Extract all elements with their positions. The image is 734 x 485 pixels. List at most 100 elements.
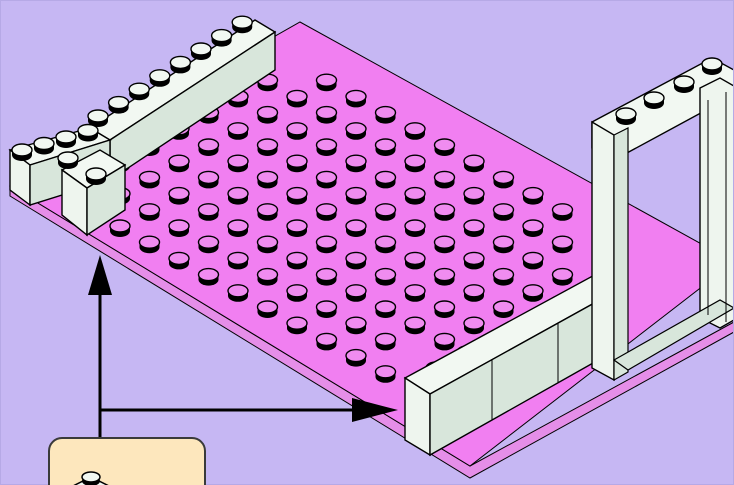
baseplate-stud <box>464 317 484 334</box>
baseplate-stud <box>494 236 514 253</box>
baseplate-stud <box>258 236 278 253</box>
baseplate-stud <box>287 90 307 107</box>
wall-stud <box>129 83 149 100</box>
baseplate-stud <box>258 301 278 318</box>
brick-1x1-icon <box>66 465 116 485</box>
baseplate-stud <box>523 220 543 237</box>
baseplate-stud <box>228 252 248 269</box>
door-frame <box>592 58 734 380</box>
baseplate-stud <box>346 90 366 107</box>
baseplate-stud <box>199 139 219 156</box>
baseplate-stud <box>346 317 366 334</box>
door-stud <box>644 92 664 109</box>
baseplate-stud <box>376 366 396 383</box>
baseplate-stud <box>317 171 337 188</box>
door-stud <box>616 108 636 125</box>
baseplate-stud <box>405 188 425 205</box>
baseplate-stud <box>405 252 425 269</box>
baseplate-stud <box>228 220 248 237</box>
baseplate-stud <box>494 171 514 188</box>
baseplate-stud <box>287 317 307 334</box>
baseplate-stud <box>258 171 278 188</box>
baseplate-stud <box>199 236 219 253</box>
baseplate-stud <box>376 107 396 124</box>
wall-stud <box>212 30 232 47</box>
wall-stud <box>86 168 106 185</box>
baseplate-stud <box>523 285 543 302</box>
wall-stud <box>232 16 252 33</box>
baseplate-stud <box>553 204 573 221</box>
baseplate-stud <box>169 155 189 172</box>
wall-stud <box>170 56 190 73</box>
baseplate-stud <box>317 74 337 91</box>
baseplate-stud <box>435 301 455 318</box>
baseplate-stud <box>435 139 455 156</box>
wall-stud <box>12 144 32 161</box>
baseplate-stud <box>317 204 337 221</box>
baseplate-stud <box>317 333 337 350</box>
baseplate-stud <box>346 123 366 140</box>
baseplate-stud <box>140 204 160 221</box>
arrow-up-icon <box>88 255 112 440</box>
wall-stud <box>78 125 98 142</box>
baseplate-stud <box>110 220 130 237</box>
baseplate-stud <box>317 139 337 156</box>
baseplate-stud <box>405 285 425 302</box>
baseplate-stud <box>435 204 455 221</box>
baseplate-stud <box>258 269 278 286</box>
baseplate-stud <box>435 333 455 350</box>
baseplate-stud <box>287 252 307 269</box>
wall-stud <box>150 70 170 87</box>
baseplate-stud <box>405 220 425 237</box>
baseplate-stud <box>494 204 514 221</box>
baseplate-stud <box>258 139 278 156</box>
baseplate-stud <box>228 123 248 140</box>
baseplate-stud <box>258 204 278 221</box>
baseplate-stud <box>140 236 160 253</box>
baseplate-stud <box>553 236 573 253</box>
baseplate-stud <box>464 252 484 269</box>
baseplate-stud <box>346 252 366 269</box>
baseplate-stud <box>405 123 425 140</box>
baseplate-stud <box>523 252 543 269</box>
baseplate-stud <box>494 301 514 318</box>
baseplate-stud <box>317 269 337 286</box>
baseplate-stud <box>199 269 219 286</box>
baseplate-stud <box>287 123 307 140</box>
baseplate-stud <box>405 317 425 334</box>
baseplate-stud <box>464 155 484 172</box>
baseplate-stud <box>317 236 337 253</box>
baseplate-stud <box>464 188 484 205</box>
baseplate-stud <box>346 350 366 367</box>
wall-stud <box>58 152 78 169</box>
baseplate-stud <box>376 301 396 318</box>
baseplate-stud <box>435 236 455 253</box>
baseplate-stud <box>228 155 248 172</box>
baseplate-stud <box>169 252 189 269</box>
baseplate-stud <box>287 285 307 302</box>
baseplate-stud <box>376 269 396 286</box>
baseplate-stud <box>199 171 219 188</box>
arrow-right-icon <box>100 398 398 422</box>
baseplate-stud <box>346 188 366 205</box>
door-stud <box>702 58 722 75</box>
baseplate-stud <box>317 107 337 124</box>
wall-stud <box>109 97 129 114</box>
baseplate-stud <box>140 171 160 188</box>
baseplate-stud <box>346 220 366 237</box>
baseplate-stud <box>376 171 396 188</box>
baseplate-stud <box>199 204 219 221</box>
baseplate-stud <box>228 188 248 205</box>
baseplate-stud <box>553 269 573 286</box>
baseplate-stud <box>523 188 543 205</box>
door-stud <box>674 76 694 93</box>
baseplate-stud <box>287 155 307 172</box>
baseplate-stud <box>346 155 366 172</box>
callout-part-box <box>48 437 206 485</box>
baseplate-stud <box>228 285 248 302</box>
baseplate-stud <box>405 155 425 172</box>
baseplate-stud <box>376 204 396 221</box>
baseplate-stud <box>464 285 484 302</box>
